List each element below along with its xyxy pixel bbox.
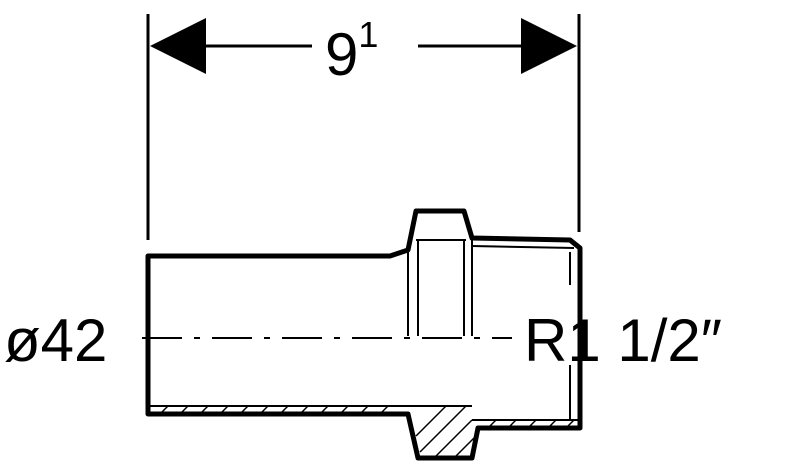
fitting-outline — [145, 208, 583, 461]
arrowhead-left — [150, 18, 206, 74]
length-dimension-label: 91 — [325, 14, 378, 88]
diameter-label: ø42 — [4, 307, 107, 374]
arrowhead-right — [521, 18, 577, 74]
thread-label: R1 1/2″ — [524, 307, 722, 374]
hex-nut-detail — [407, 239, 473, 336]
thread-detail — [471, 245, 575, 420]
section-hatching — [148, 405, 578, 457]
length-superscript: 1 — [358, 14, 378, 55]
length-main: 9 — [325, 21, 358, 88]
length-dimension-line — [150, 18, 577, 74]
